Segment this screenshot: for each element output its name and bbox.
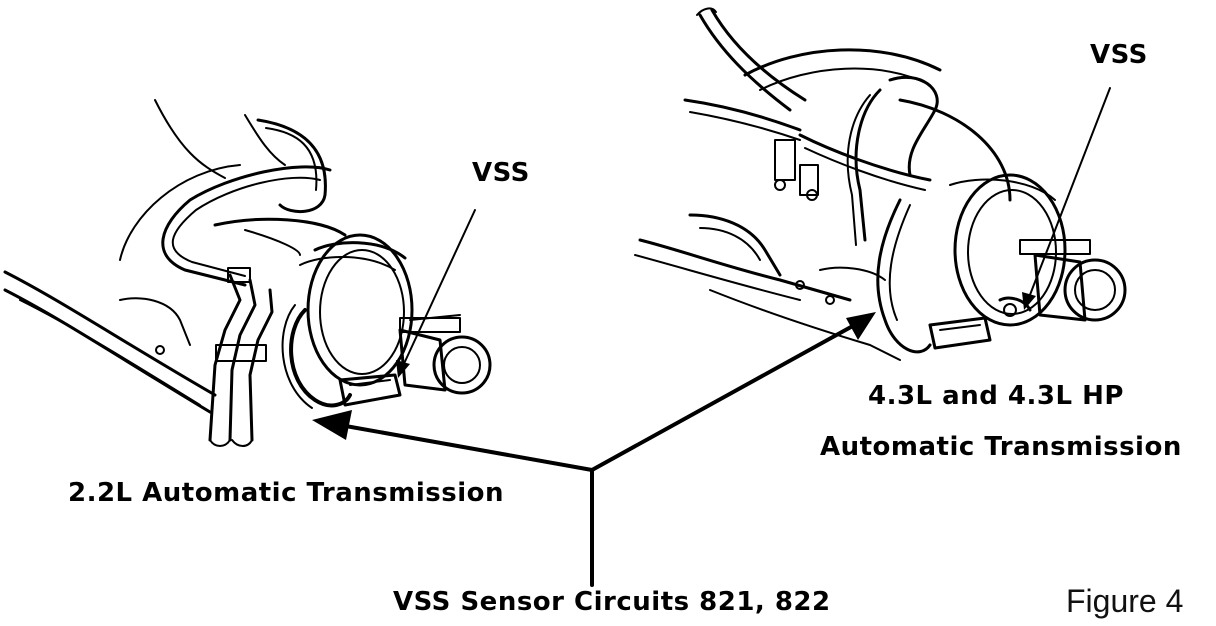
- vss-label-left: VSS: [472, 158, 530, 188]
- transmission-2-2l-illustration: [3, 99, 492, 447]
- circuit-arrow-right: [846, 312, 876, 340]
- left-transmission-label: 2.2L Automatic Transmission: [68, 478, 505, 508]
- circuits-label: VSS Sensor Circuits 821, 822: [393, 587, 831, 617]
- circuit-arrow-left: [312, 410, 352, 440]
- vss-label-right: VSS: [1090, 40, 1148, 70]
- vss-left-pointer: [396, 209, 476, 378]
- vss-right-pointer: [1022, 87, 1111, 310]
- right-transmission-label-line1: 4.3L and 4.3L HP: [868, 381, 1124, 411]
- figure-number: Figure 4: [1066, 583, 1184, 619]
- circuit-leader-lines: [338, 320, 862, 587]
- right-transmission-label-line2: Automatic Transmission: [820, 432, 1182, 462]
- transmission-4-3l-illustration: [634, 7, 1127, 361]
